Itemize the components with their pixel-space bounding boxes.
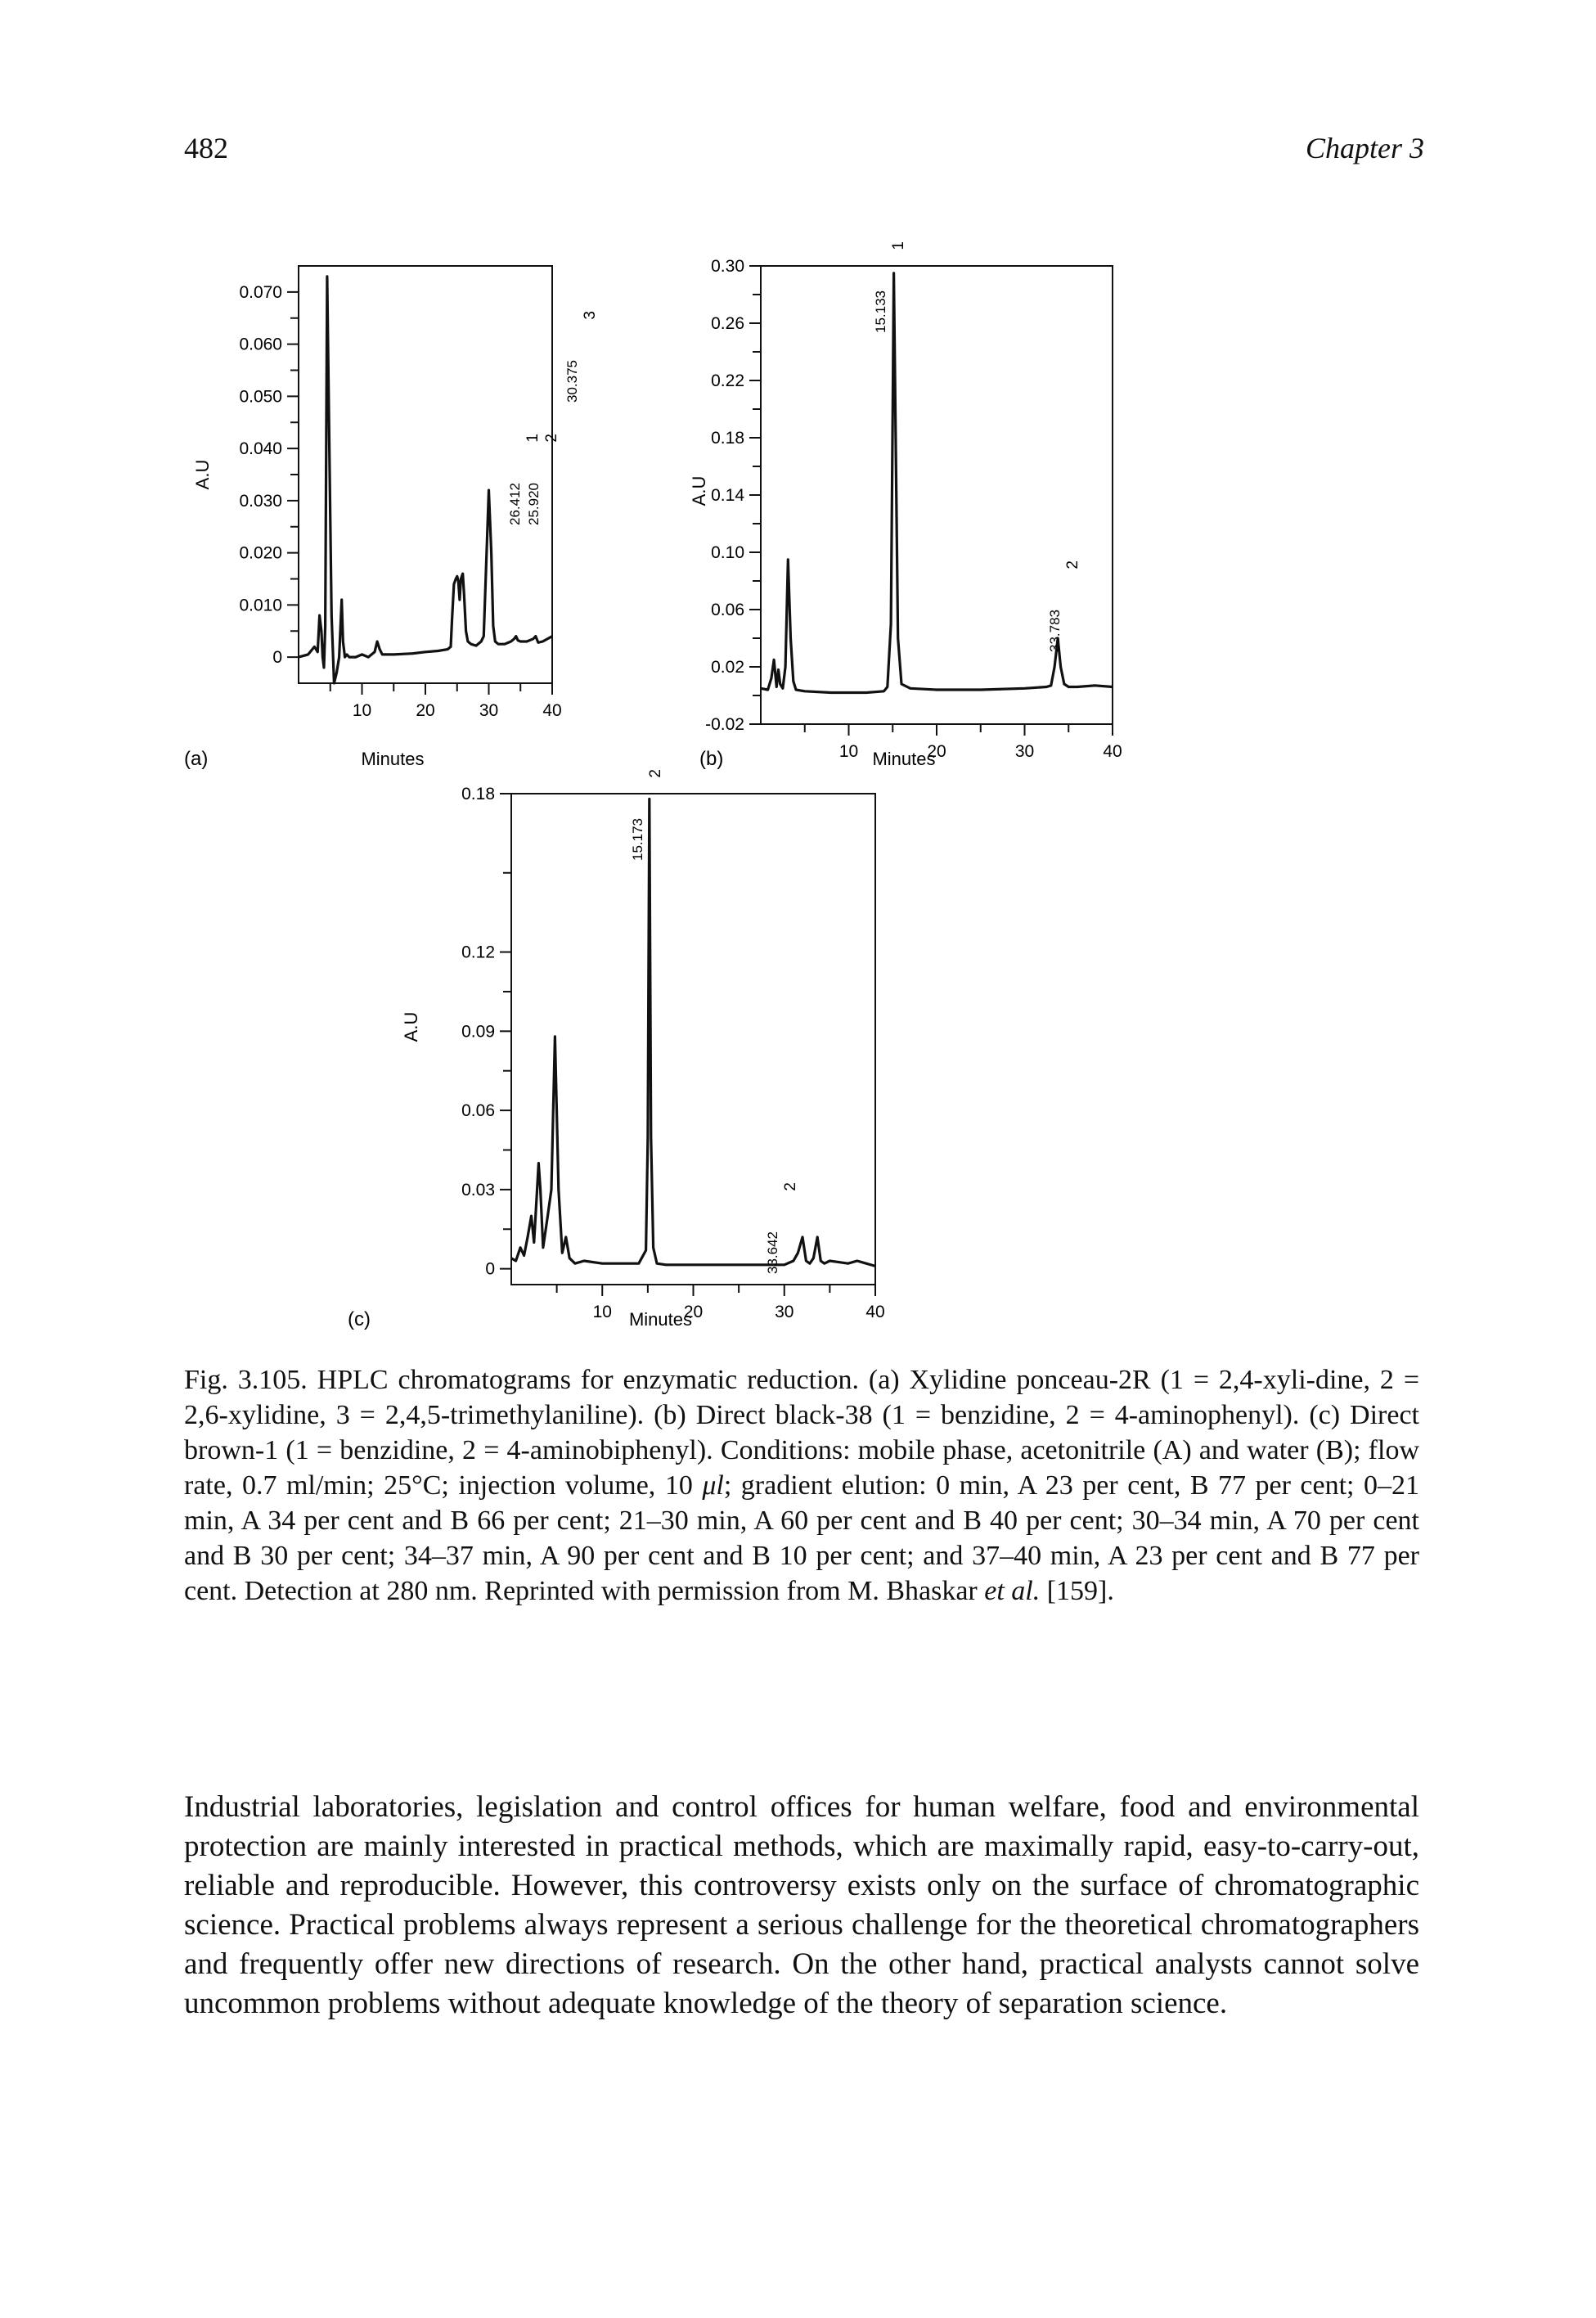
peak-number-label: 2 — [1064, 560, 1081, 569]
peak-retention-label: 15.173 — [630, 818, 645, 861]
chromatogram-trace — [298, 275, 553, 685]
x-tick-label: 40 — [542, 701, 561, 720]
page-number: 482 — [184, 132, 228, 164]
y-tick-label: 0.26 — [711, 314, 744, 333]
caption-et-al: et al. — [984, 1576, 1041, 1606]
y-tick-label: 0.010 — [239, 596, 282, 614]
peak-number-label: 1 — [524, 434, 542, 443]
panel-label: (a) — [184, 748, 208, 770]
peak-number-label: 1 — [890, 241, 907, 250]
caption-unit-mu: μl — [702, 1470, 724, 1501]
x-tick-label: 40 — [1103, 742, 1122, 761]
y-axis-label: A.U — [401, 1012, 421, 1042]
x-tick-label: 20 — [927, 742, 946, 761]
chromatogram-b: -0.02 0.02 0.06 0.10 0.14 0.18 0.22 0.26 0.30 10 2… — [689, 241, 1122, 770]
peak-retention-label: 15.133 — [873, 290, 888, 333]
y-tick-label: 0.050 — [239, 387, 282, 406]
y-tick-label: 0.030 — [239, 492, 282, 511]
figure-caption: Fig. 3.105. HPLC chromatograms for enzym… — [184, 1362, 1419, 1609]
x-axis-label: Minutes — [629, 1309, 692, 1330]
x-tick-label: 10 — [353, 701, 371, 720]
y-tick-label: 0.18 — [461, 785, 495, 803]
panel-label: (b) — [699, 748, 723, 770]
x-tick-label: 10 — [593, 1303, 612, 1321]
x-tick-label: 20 — [684, 1303, 703, 1321]
peak-retention-label: 25.920 — [526, 483, 542, 525]
y-tick-label: 0.06 — [711, 601, 744, 619]
peak-retention-label: 26.412 — [507, 483, 523, 525]
chart-panel-c: 0 0.03 0.06 0.09 0.12 0.18 10 20 30 40 Minutes A.U (… — [348, 769, 916, 1338]
caption-text-3: [159]. — [1040, 1576, 1114, 1606]
plot-area: -0.02 0.02 0.06 0.10 0.14 0.18 0.22 0.26 0.30 10 2… — [689, 241, 1122, 770]
peak-retention-label: 33.783 — [1047, 610, 1063, 652]
chromatogram-trace — [510, 797, 876, 1267]
y-tick-label: 0.040 — [239, 439, 282, 458]
chromatogram-trace — [760, 272, 1113, 695]
y-tick-label: 0.020 — [239, 544, 282, 563]
panel-label: (c) — [348, 1308, 371, 1330]
peak-retention-label: 30.375 — [564, 360, 580, 403]
x-tick-label: 30 — [775, 1303, 794, 1321]
x-tick-label: 30 — [479, 701, 498, 720]
y-tick-label: 0.070 — [239, 283, 282, 302]
chart-panel-a: 0 0.010 0.020 0.030 0.040 0.050 0.060 0.070 10 20… — [184, 254, 695, 794]
peak-retention-label: 33.642 — [765, 1231, 780, 1274]
caption-text-2: ; gradient elution: 0 min, A 23 per cent… — [184, 1470, 1419, 1606]
running-head: Chapter 3 — [1305, 132, 1424, 164]
chart-panel-b: -0.02 0.02 0.06 0.10 0.14 0.18 0.22 0.26 0.30 10 2… — [687, 241, 1145, 794]
x-tick-label: 30 — [1015, 742, 1034, 761]
peak-number-label: 2 — [543, 434, 560, 443]
y-axis-label: A.U — [192, 460, 213, 490]
chromatogram-a: 0 0.010 0.020 0.030 0.040 0.050 0.060 0.070 10 20… — [184, 265, 599, 770]
y-tick-label: 0.02 — [711, 658, 744, 677]
y-tick-label: -0.02 — [705, 715, 744, 734]
y-tick-label: 0 — [485, 1260, 495, 1279]
y-tick-label: 0 — [272, 648, 282, 667]
chromatogram-c: 0 0.03 0.06 0.09 0.12 0.18 10 20 30 40 Minutes A.U (… — [348, 769, 885, 1330]
y-tick-label: 0.03 — [461, 1181, 495, 1200]
x-axis-label: Minutes — [872, 749, 935, 769]
plot-area: 0 0.010 0.020 0.030 0.040 0.050 0.060 0.070 10 20… — [184, 265, 599, 770]
body-paragraph: Industrial laboratories, legislation and… — [184, 1790, 1419, 2020]
plot-area: 0 0.03 0.06 0.09 0.12 0.18 10 20 30 40 Minutes A.U (… — [348, 769, 885, 1330]
y-tick-label: 0.10 — [711, 543, 744, 562]
y-axis-label: A.U — [689, 476, 709, 506]
y-tick-label: 0.14 — [711, 486, 744, 505]
plot-frame — [298, 265, 553, 684]
y-tick-label: 0.18 — [711, 429, 744, 448]
x-tick-label: 10 — [839, 742, 858, 761]
x-tick-label: 40 — [865, 1303, 884, 1321]
peak-number-label: 2 — [647, 769, 664, 778]
y-tick-label: 0.09 — [461, 1022, 495, 1041]
y-tick-label: 0.12 — [461, 943, 495, 962]
peak-number-label: 3 — [582, 311, 599, 320]
y-tick-label: 0.060 — [239, 335, 282, 354]
x-axis-label: Minutes — [361, 749, 424, 769]
x-tick-label: 20 — [416, 701, 434, 720]
y-tick-label: 0.30 — [711, 257, 744, 276]
peak-number-label: 2 — [782, 1182, 799, 1191]
y-tick-label: 0.22 — [711, 371, 744, 390]
y-tick-label: 0.06 — [461, 1101, 495, 1120]
plot-frame — [510, 793, 876, 1285]
caption-text-1: Fig. 3.105. HPLC chromatograms for enzym… — [184, 1365, 1419, 1501]
